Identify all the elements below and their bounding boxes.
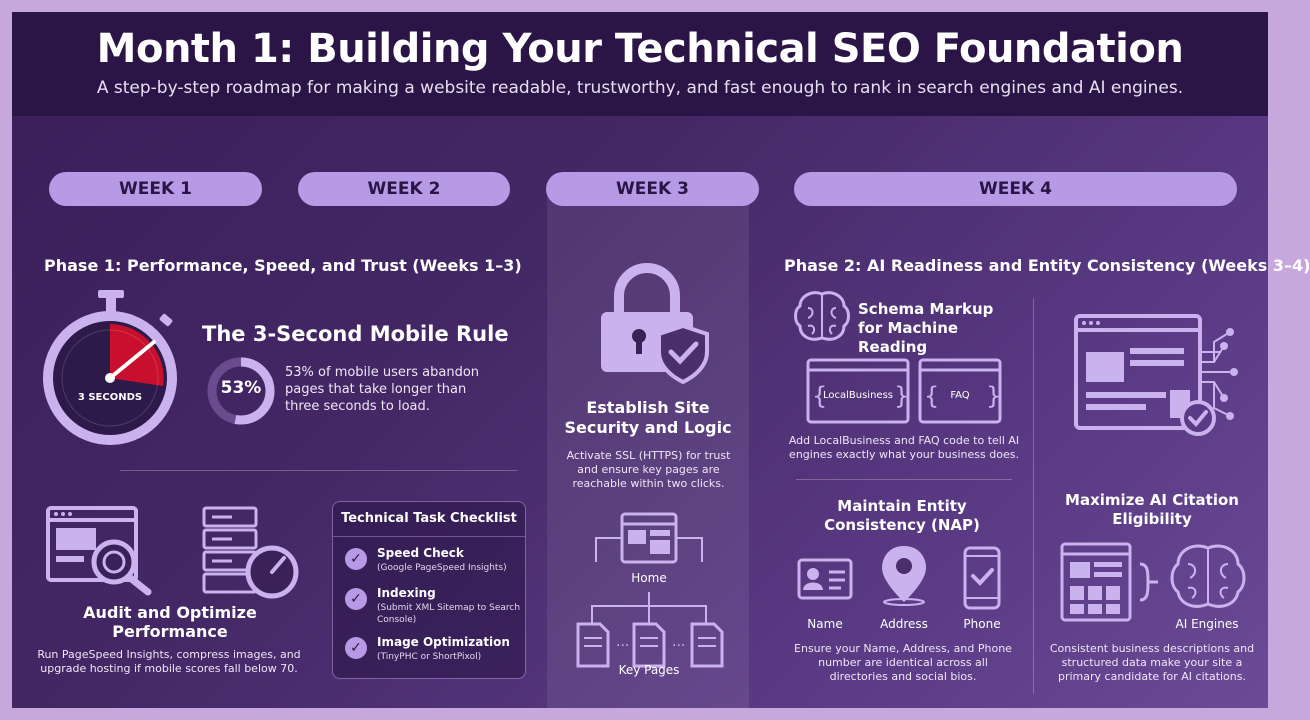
- page-title: Month 1: Building Your Technical SEO Fou…: [96, 26, 1184, 72]
- week4-pill: WEEK 4: [794, 172, 1237, 206]
- check-icon: ✓: [345, 637, 367, 659]
- phase1-title: Phase 1: Performance, Speed, and Trust (…: [44, 256, 522, 275]
- webpage-grid-icon: [1060, 542, 1158, 622]
- site-tree-diagram: ··· ···: [576, 512, 724, 668]
- rule-title: The 3-Second Mobile Rule: [202, 322, 509, 346]
- header-banner: Month 1: Building Your Technical SEO Fou…: [12, 12, 1268, 116]
- svg-text:{: {: [924, 382, 939, 410]
- task-checklist: Technical Task Checklist ✓ Speed Check (…: [332, 501, 526, 679]
- week2-pill: WEEK 2: [298, 172, 510, 206]
- svg-text:{: {: [812, 382, 827, 410]
- code-window-icon: { }: [918, 358, 1002, 424]
- phase2-title: Phase 2: AI Readiness and Entity Consist…: [784, 256, 1310, 275]
- check-icon: ✓: [345, 588, 367, 610]
- lock-shield-icon: [601, 263, 709, 385]
- schema-text: Add LocalBusiness and FAQ code to tell A…: [788, 434, 1020, 461]
- audit-text: Run PageSpeed Insights, compress images,…: [37, 648, 301, 675]
- phase2-divider: [796, 479, 1012, 480]
- phone-check-icon: [963, 546, 1001, 610]
- ai-brain-icon: [1170, 544, 1246, 608]
- checklist-item-detail: (Google PageSpeed Insights): [377, 563, 507, 573]
- phase2-vdivider: [1033, 298, 1034, 694]
- brain-icon: [794, 291, 850, 341]
- nap-address-label: Address: [880, 617, 928, 631]
- ai-engines-label: AI Engines: [1175, 617, 1239, 631]
- key-pages-label: Key Pages: [618, 663, 680, 677]
- svg-text:···: ···: [672, 638, 685, 654]
- stat-text: 53% of mobile users abandon pages that t…: [285, 365, 480, 414]
- nap-phone-label: Phone: [963, 617, 1001, 631]
- nap-text: Ensure your Name, Address, and Phone num…: [794, 642, 1012, 683]
- checklist-item-detail: (TinyPHC or ShortPixol): [377, 652, 482, 662]
- infographic-frame: Month 1: Building Your Technical SEO Fou…: [12, 12, 1310, 708]
- week3-title: Establish Site Security and Logic: [564, 398, 732, 437]
- nap-title: Maintain Entity Consistency (NAP): [824, 497, 980, 534]
- svg-text:}: }: [894, 382, 909, 410]
- code-window-icon: { }: [806, 358, 910, 424]
- code-localbusiness: LocalBusiness: [822, 390, 893, 401]
- page-subtitle: A step-by-step roadmap for making a webs…: [96, 78, 1184, 98]
- webpage-network-icon: [1074, 314, 1238, 436]
- stat-donut: [207, 357, 275, 425]
- week3-text: Activate SSL (HTTPS) for trust and ensur…: [566, 449, 731, 490]
- week3-pill: WEEK 3: [546, 172, 759, 206]
- server-gauge-icon: [202, 506, 299, 599]
- phase1-divider: [120, 470, 518, 471]
- audit-title: Audit and Optimize Performance: [83, 603, 257, 641]
- id-card-icon: [797, 558, 853, 600]
- map-pin-icon: [882, 546, 926, 606]
- citation-text: Consistent business descriptions and str…: [1049, 642, 1255, 683]
- checklist-item-title: Speed Check: [377, 546, 464, 560]
- check-icon: ✓: [345, 548, 367, 570]
- home-label: Home: [631, 571, 667, 585]
- browser-magnifier-icon: [46, 506, 152, 596]
- week1-pill: WEEK 1: [49, 172, 262, 206]
- schema-title: Schema Markup for Machine Reading: [858, 300, 994, 356]
- stopwatch-icon: [43, 290, 177, 445]
- checklist-item-title: Indexing: [377, 586, 436, 600]
- code-faq: FAQ: [950, 390, 970, 401]
- checklist-item-detail: (Submit XML Sitemap to Search Console): [377, 603, 521, 625]
- svg-text:···: ···: [616, 638, 629, 654]
- nap-name-label: Name: [807, 617, 843, 631]
- citation-title: Maximize AI Citation Eligibility: [1065, 491, 1239, 528]
- checklist-title: Technical Task Checklist: [333, 502, 525, 537]
- checklist-item-title: Image Optimization: [377, 635, 510, 649]
- svg-text:}: }: [986, 382, 1001, 410]
- stopwatch-label: 3 SECONDS: [77, 392, 143, 403]
- stat-value: 53%: [220, 378, 262, 398]
